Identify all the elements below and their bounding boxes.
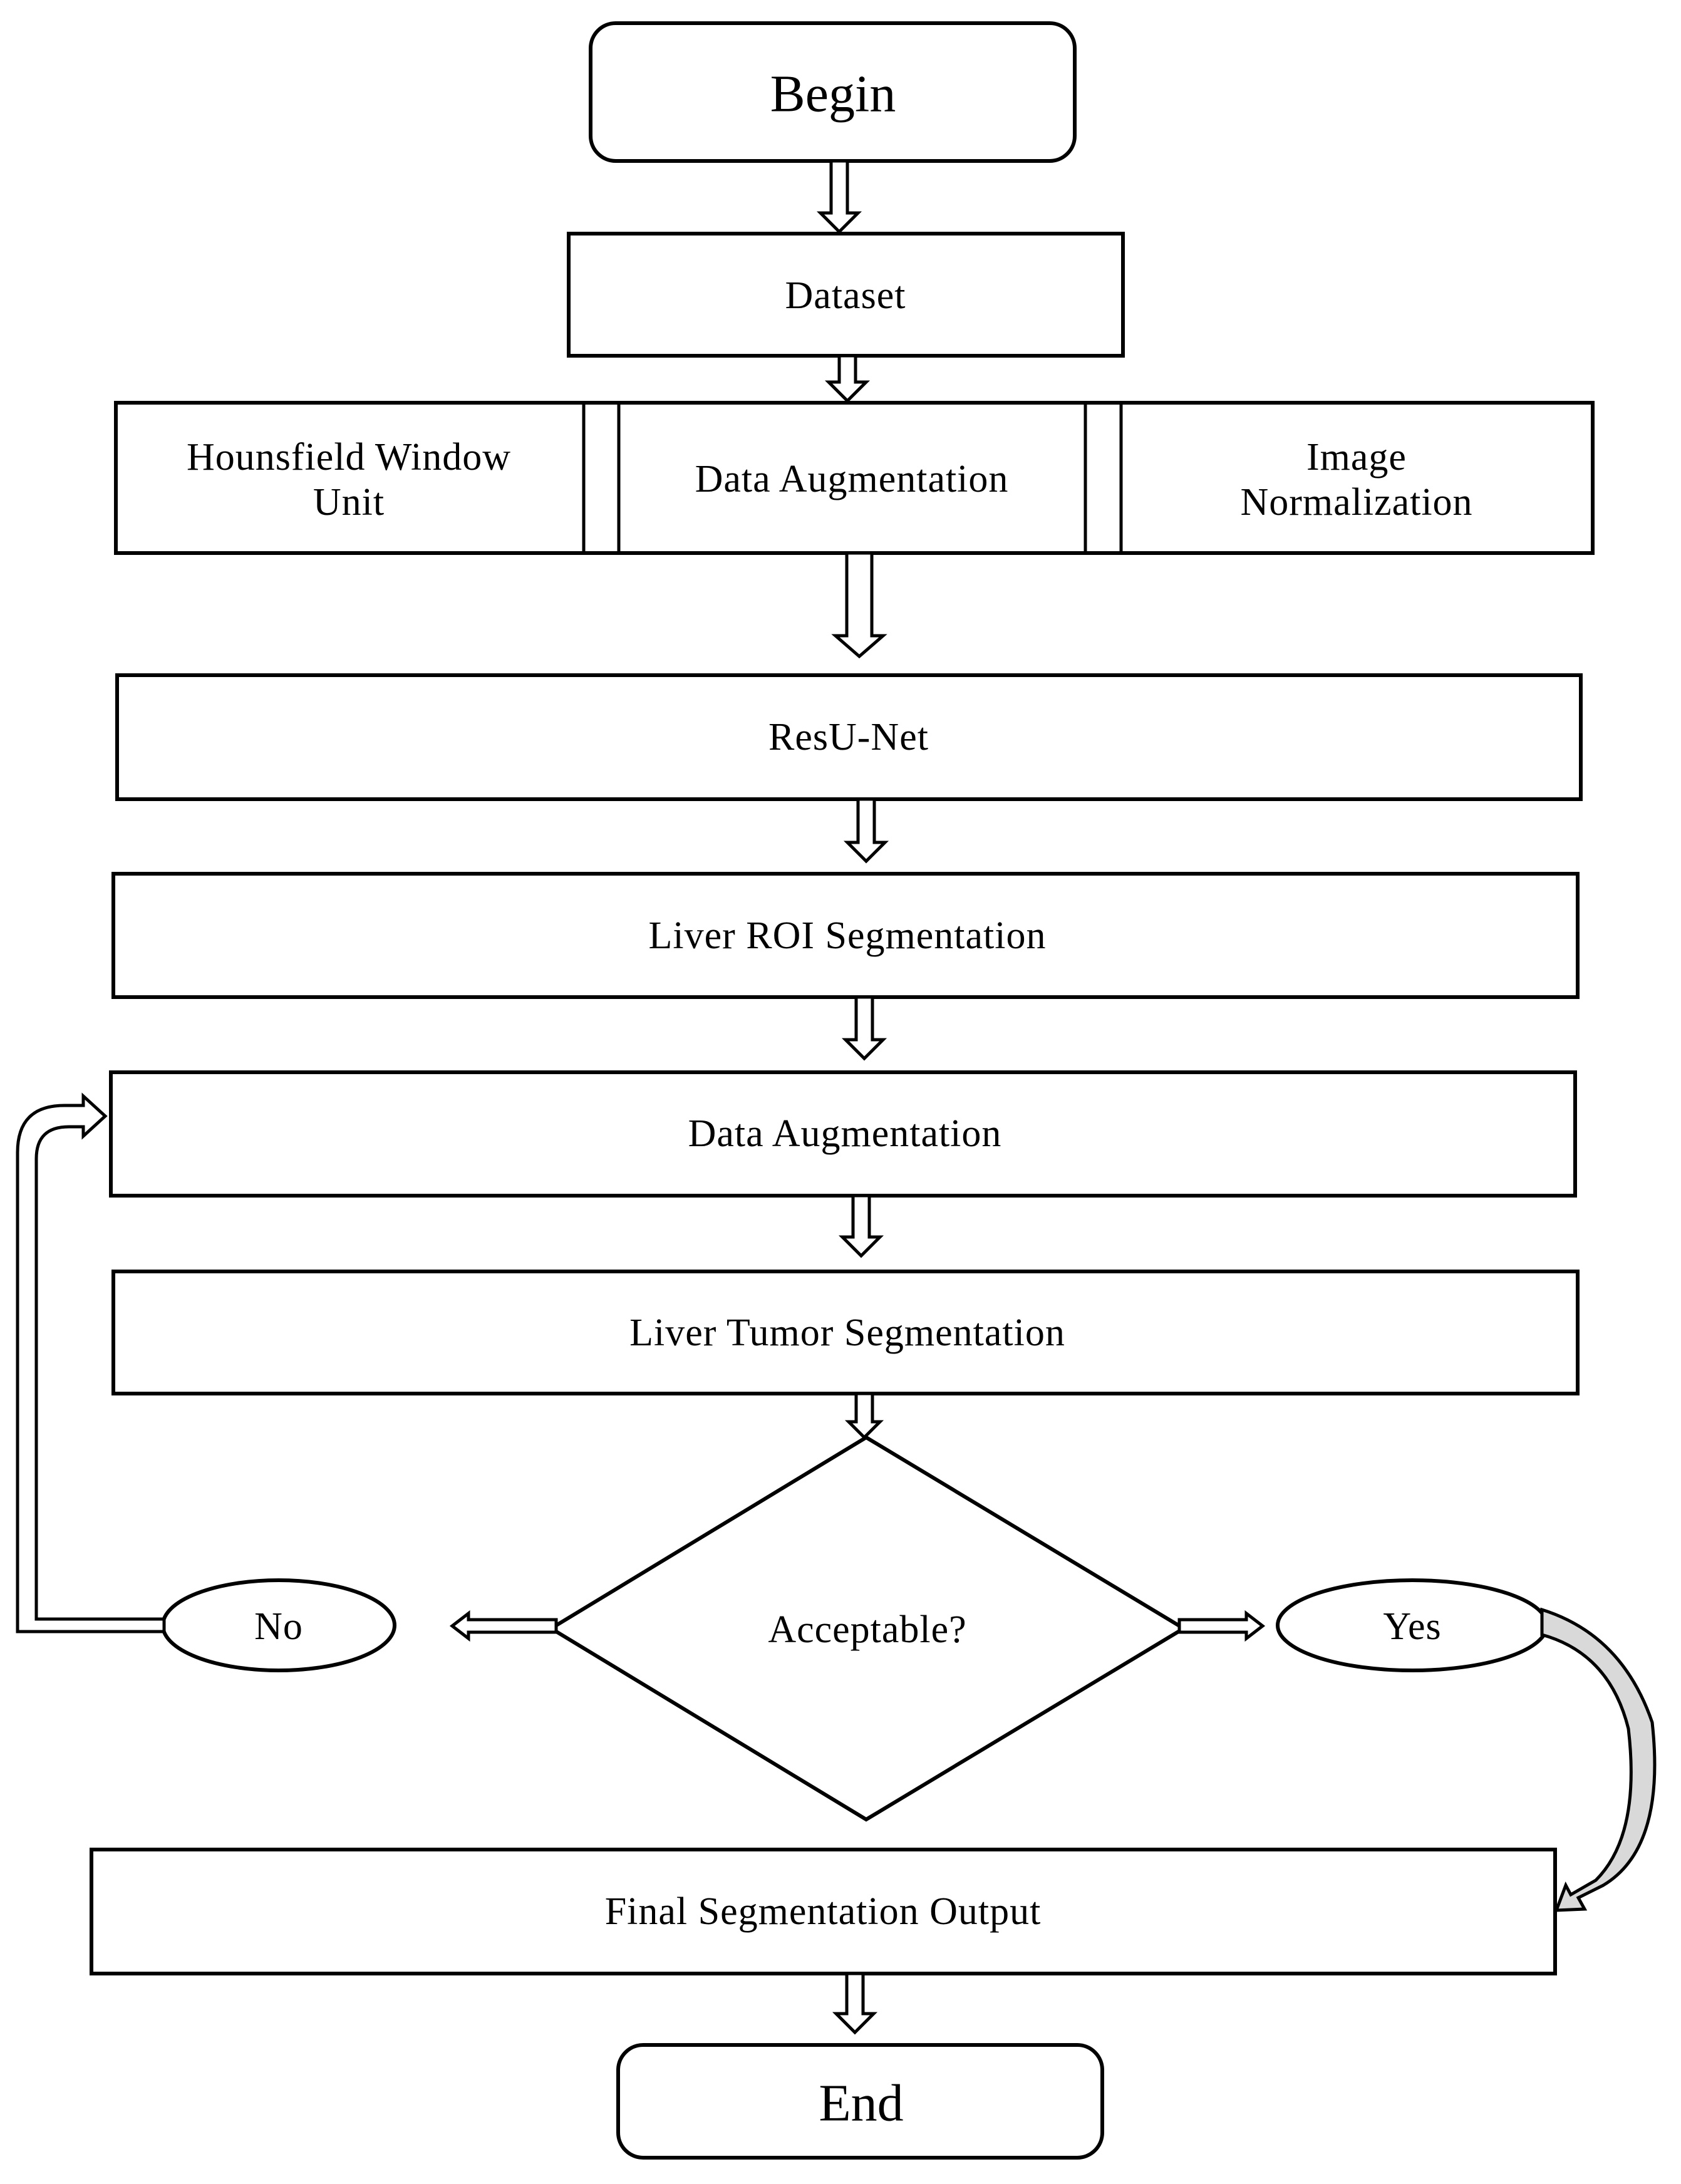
resunet-node: ResU-Net xyxy=(115,673,1583,801)
hounsfield-label-line1: Hounsfield Window xyxy=(187,436,511,479)
arrow-begin-to-dataset xyxy=(816,159,862,234)
liver-tumor-label: Liver Tumor Segmentation xyxy=(629,1312,1065,1354)
no-node: No xyxy=(161,1578,396,1672)
yes-node: Yes xyxy=(1276,1578,1549,1672)
resunet-label: ResU-Net xyxy=(768,716,929,758)
final-output-label: Final Segmentation Output xyxy=(605,1890,1042,1933)
liver-tumor-node: Liver Tumor Segmentation xyxy=(111,1270,1580,1395)
liver-roi-label: Liver ROI Segmentation xyxy=(649,914,1047,957)
dataset-node: Dataset xyxy=(567,232,1125,358)
final-output-node: Final Segmentation Output xyxy=(90,1848,1557,1975)
arrow-liver-roi-to-augmentation xyxy=(841,995,887,1061)
decision-node: Acceptable? xyxy=(547,1435,1187,1822)
arrow-final-to-end xyxy=(832,1972,878,2035)
begin-label: Begin xyxy=(770,65,896,123)
preprocessing-row: Hounsfield Window Unit Data Augmentation… xyxy=(114,401,1595,555)
arrow-dataset-to-preprocessing xyxy=(824,354,871,403)
liver-roi-node: Liver ROI Segmentation xyxy=(111,872,1580,999)
image-normalization-label-line2: Normalization xyxy=(1240,481,1472,524)
dataset-label: Dataset xyxy=(785,274,906,317)
hounsfield-label-line2: Unit xyxy=(313,481,385,524)
arrow-liver-tumor-to-decision xyxy=(844,1392,884,1440)
arrow-preprocessing-to-resunet xyxy=(831,551,887,659)
no-label: No xyxy=(254,1605,303,1648)
arrow-resunet-to-liver-roi xyxy=(843,797,889,864)
image-normalization-label-line1: Image xyxy=(1306,436,1407,479)
begin-node: Begin xyxy=(589,21,1077,163)
loop-arrow-no-to-augmentation xyxy=(16,1092,166,1633)
data-augmentation-loop-label: Data Augmentation xyxy=(688,1112,1002,1155)
arrow-decision-to-no xyxy=(449,1610,558,1642)
arrow-decision-to-yes xyxy=(1177,1610,1266,1642)
data-augmentation-top-label: Data Augmentation xyxy=(695,458,1009,500)
data-augmentation-loop-node: Data Augmentation xyxy=(109,1070,1577,1198)
arrow-augmentation-to-liver-tumor xyxy=(838,1194,884,1258)
end-label: End xyxy=(819,2074,903,2133)
decision-label: Acceptable? xyxy=(768,1608,966,1651)
yes-label: Yes xyxy=(1383,1605,1441,1648)
end-node: End xyxy=(616,2043,1104,2160)
curved-arrow-yes-to-final xyxy=(1540,1607,1657,1912)
